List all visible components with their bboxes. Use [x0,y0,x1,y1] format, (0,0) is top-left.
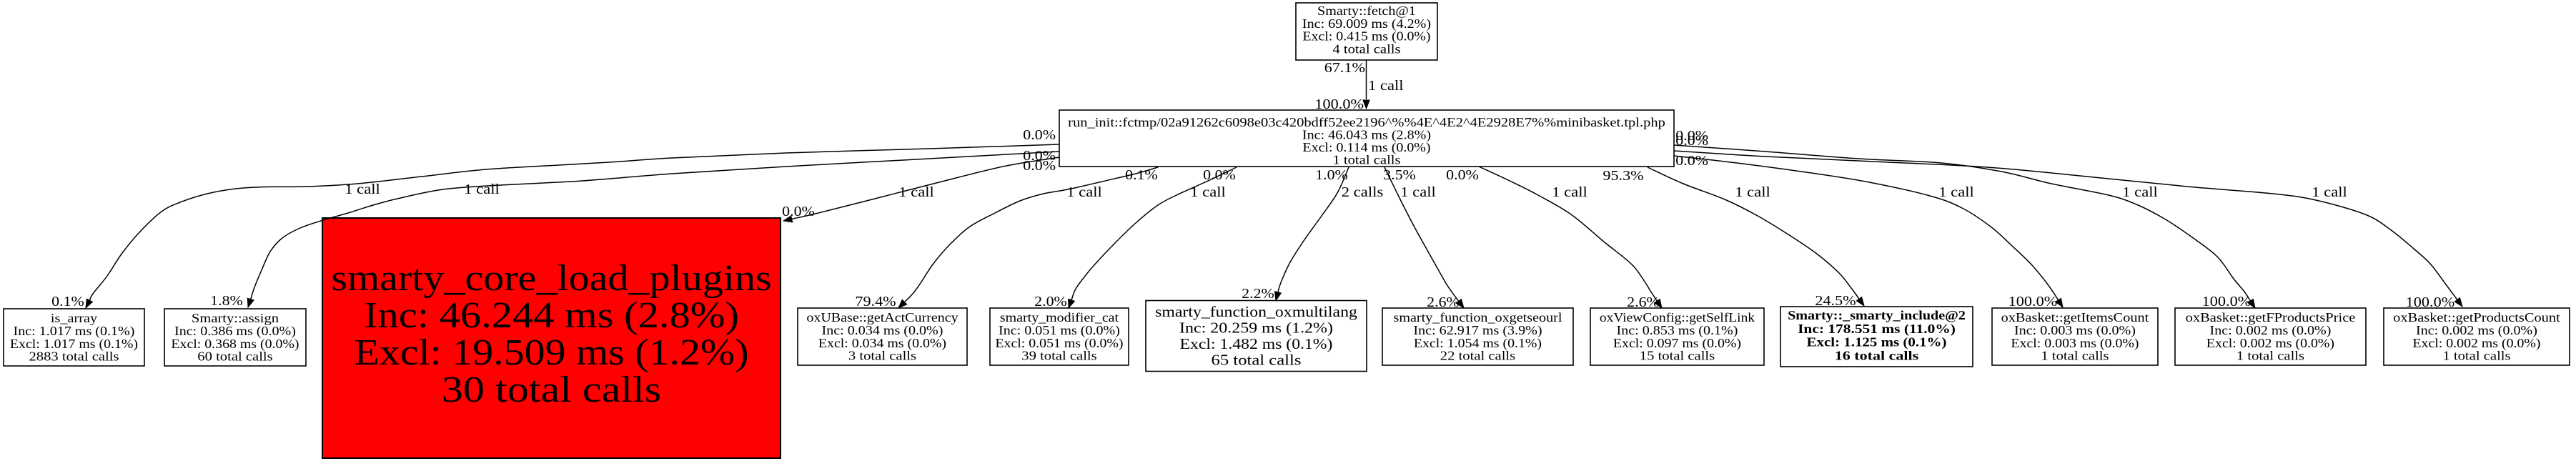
svg-text:Excl: 1.054 ms (0.1%): Excl: 1.054 ms (0.1%) [1414,336,1542,351]
svg-text:30 total calls: 30 total calls [442,370,661,410]
svg-text:1 call: 1 call [1552,184,1587,200]
svg-text:Inc: 0.003 ms (0.0%): Inc: 0.003 ms (0.0%) [2014,323,2136,338]
svg-text:2.2%: 2.2% [1242,286,1274,302]
svg-text:1.0%: 1.0% [1315,167,1348,183]
svg-text:Inc: 46.244 ms (2.8%): Inc: 46.244 ms (2.8%) [364,295,739,336]
svg-text:Inc: 0.051 ms (0.0%): Inc: 0.051 ms (0.0%) [999,323,1120,338]
svg-text:16 total calls: 16 total calls [1835,348,1919,362]
svg-text:Inc: 20.259 ms (1.2%): Inc: 20.259 ms (1.2%) [1179,319,1333,337]
svg-text:oxBasket::getItemsCount: oxBasket::getItemsCount [2001,310,2149,324]
svg-text:2883 total calls: 2883 total calls [29,350,119,364]
svg-text:Inc: 69.009 ms (4.2%): Inc: 69.009 ms (4.2%) [1302,16,1431,31]
svg-text:Excl: 0.368 ms (0.0%): Excl: 0.368 ms (0.0%) [171,337,299,352]
svg-text:0.0%: 0.0% [1675,133,1708,149]
svg-text:95.3%: 95.3% [1602,168,1643,184]
svg-text:1 call: 1 call [1938,184,1974,200]
svg-text:smarty_function_oxmultilang: smarty_function_oxmultilang [1155,303,1357,320]
svg-text:Inc: 0.853 ms (0.1%): Inc: 0.853 ms (0.1%) [1617,323,1738,338]
svg-text:Inc: 0.002 ms (0.0%): Inc: 0.002 ms (0.0%) [2210,323,2332,338]
svg-text:0.0%: 0.0% [1675,128,1708,144]
svg-text:0.0%: 0.0% [1023,158,1056,174]
svg-text:1 call: 1 call [2122,184,2158,200]
svg-text:1 call: 1 call [2312,184,2347,200]
svg-text:3.5%: 3.5% [1383,167,1416,183]
svg-text:Inc: 62.917 ms (3.9%): Inc: 62.917 ms (3.9%) [1413,323,1542,338]
svg-text:2 calls: 2 calls [1342,184,1384,200]
svg-text:4 total calls: 4 total calls [1332,42,1400,56]
svg-text:67.1%: 67.1% [1324,60,1365,76]
svg-text:Excl: 0.097 ms (0.0%): Excl: 0.097 ms (0.0%) [1613,336,1741,351]
svg-text:Excl: 0.002 ms (0.0%): Excl: 0.002 ms (0.0%) [2206,336,2334,351]
svg-text:0.1%: 0.1% [1125,167,1158,183]
svg-text:0.0%: 0.0% [1203,167,1236,183]
svg-text:run_init::fctmp/02a91262c6098e: run_init::fctmp/02a91262c6098e03c420bdff… [1068,115,1665,129]
svg-text:100.0%: 100.0% [1314,96,1364,112]
svg-text:2.0%: 2.0% [1034,294,1067,309]
svg-text:100.0%: 100.0% [2406,294,2455,310]
svg-text:oxViewConfig::getSelfLink: oxViewConfig::getSelfLink [1600,310,1755,324]
svg-text:Inc: 0.386 ms (0.0%): Inc: 0.386 ms (0.0%) [174,324,296,339]
svg-text:oxUBase::getActCurrency: oxUBase::getActCurrency [806,310,958,324]
svg-text:22 total calls: 22 total calls [1440,349,1515,363]
svg-text:1 call: 1 call [1066,184,1102,200]
svg-text:Excl: 1.017 ms (0.1%): Excl: 1.017 ms (0.1%) [10,337,138,352]
svg-text:0.1%: 0.1% [51,294,84,309]
svg-text:65 total calls: 65 total calls [1212,352,1302,369]
svg-text:1 call: 1 call [1190,184,1226,200]
svg-text:1 call: 1 call [345,182,380,197]
svg-text:0.0%: 0.0% [1023,127,1056,143]
svg-text:3 total calls: 3 total calls [848,349,916,363]
svg-text:Inc: 178.551 ms (11.0%): Inc: 178.551 ms (11.0%) [1798,322,1956,337]
svg-text:1 call: 1 call [1735,184,1770,200]
svg-text:1 call: 1 call [464,182,500,197]
svg-text:0.0%: 0.0% [782,204,815,219]
svg-text:Smarty::_smarty_include@2: Smarty::_smarty_include@2 [1788,308,1966,322]
svg-text:Excl: 1.125 ms (0.1%): Excl: 1.125 ms (0.1%) [1807,335,1947,350]
svg-text:100.0%: 100.0% [2202,294,2251,309]
svg-text:Excl: 0.415 ms (0.0%): Excl: 0.415 ms (0.0%) [1302,29,1430,44]
svg-text:Inc: 0.034 ms (0.0%): Inc: 0.034 ms (0.0%) [822,323,943,338]
svg-text:Inc: 46.043 ms (2.8%): Inc: 46.043 ms (2.8%) [1302,128,1431,143]
svg-text:Smarty::fetch@1: Smarty::fetch@1 [1317,4,1416,18]
svg-text:0.0%: 0.0% [1023,148,1056,164]
svg-text:60 total calls: 60 total calls [197,350,272,364]
svg-text:0.0%: 0.0% [1675,153,1708,169]
svg-text:Smarty::assign: Smarty::assign [192,311,279,325]
svg-text:Excl: 1.482 ms (0.1%): Excl: 1.482 ms (0.1%) [1180,335,1333,352]
svg-text:Excl: 0.034 ms (0.0%): Excl: 0.034 ms (0.0%) [818,336,946,351]
svg-text:1 call: 1 call [898,184,934,200]
svg-text:100.0%: 100.0% [2008,294,2058,309]
svg-text:2.6%: 2.6% [1427,294,1460,310]
svg-text:oxBasket::getProductsCount: oxBasket::getProductsCount [2393,310,2560,324]
svg-text:1 call: 1 call [1400,184,1436,200]
svg-text:smarty_core_load_plugins: smarty_core_load_plugins [331,258,771,299]
svg-text:1 call: 1 call [1368,78,1404,94]
svg-text:Excl: 0.002 ms (0.0%): Excl: 0.002 ms (0.0%) [2412,336,2540,351]
svg-text:1.8%: 1.8% [210,293,243,309]
svg-text:24.5%: 24.5% [1815,293,1856,309]
svg-text:1 total calls: 1 total calls [2041,349,2109,363]
svg-text:Excl: 19.509 ms (1.2%): Excl: 19.509 ms (1.2%) [355,332,749,373]
svg-text:Excl: 0.051 ms (0.0%): Excl: 0.051 ms (0.0%) [995,336,1123,351]
svg-text:oxBasket::getFProductsPrice: oxBasket::getFProductsPrice [2186,310,2356,324]
svg-text:39 total calls: 39 total calls [1021,349,1096,363]
svg-text:0.0%: 0.0% [1446,167,1479,183]
svg-text:1 total calls: 1 total calls [2236,349,2304,363]
svg-text:smarty_function_oxgetseourl: smarty_function_oxgetseourl [1394,310,1562,324]
svg-text:1 total calls: 1 total calls [1332,153,1400,167]
svg-text:smarty_modifier_cat: smarty_modifier_cat [1000,310,1119,324]
svg-text:is_array: is_array [51,311,97,325]
svg-text:2.6%: 2.6% [1627,294,1660,310]
svg-text:Excl: 0.114 ms (0.0%): Excl: 0.114 ms (0.0%) [1302,140,1430,155]
svg-text:Inc: 0.002 ms (0.0%): Inc: 0.002 ms (0.0%) [2416,323,2537,338]
svg-text:1 total calls: 1 total calls [2442,349,2510,363]
svg-text:Inc: 1.017 ms (0.1%): Inc: 1.017 ms (0.1%) [14,324,135,339]
svg-text:79.4%: 79.4% [855,294,896,309]
svg-text:15 total calls: 15 total calls [1640,349,1715,363]
svg-text:Excl: 0.003 ms (0.0%): Excl: 0.003 ms (0.0%) [2011,336,2139,351]
